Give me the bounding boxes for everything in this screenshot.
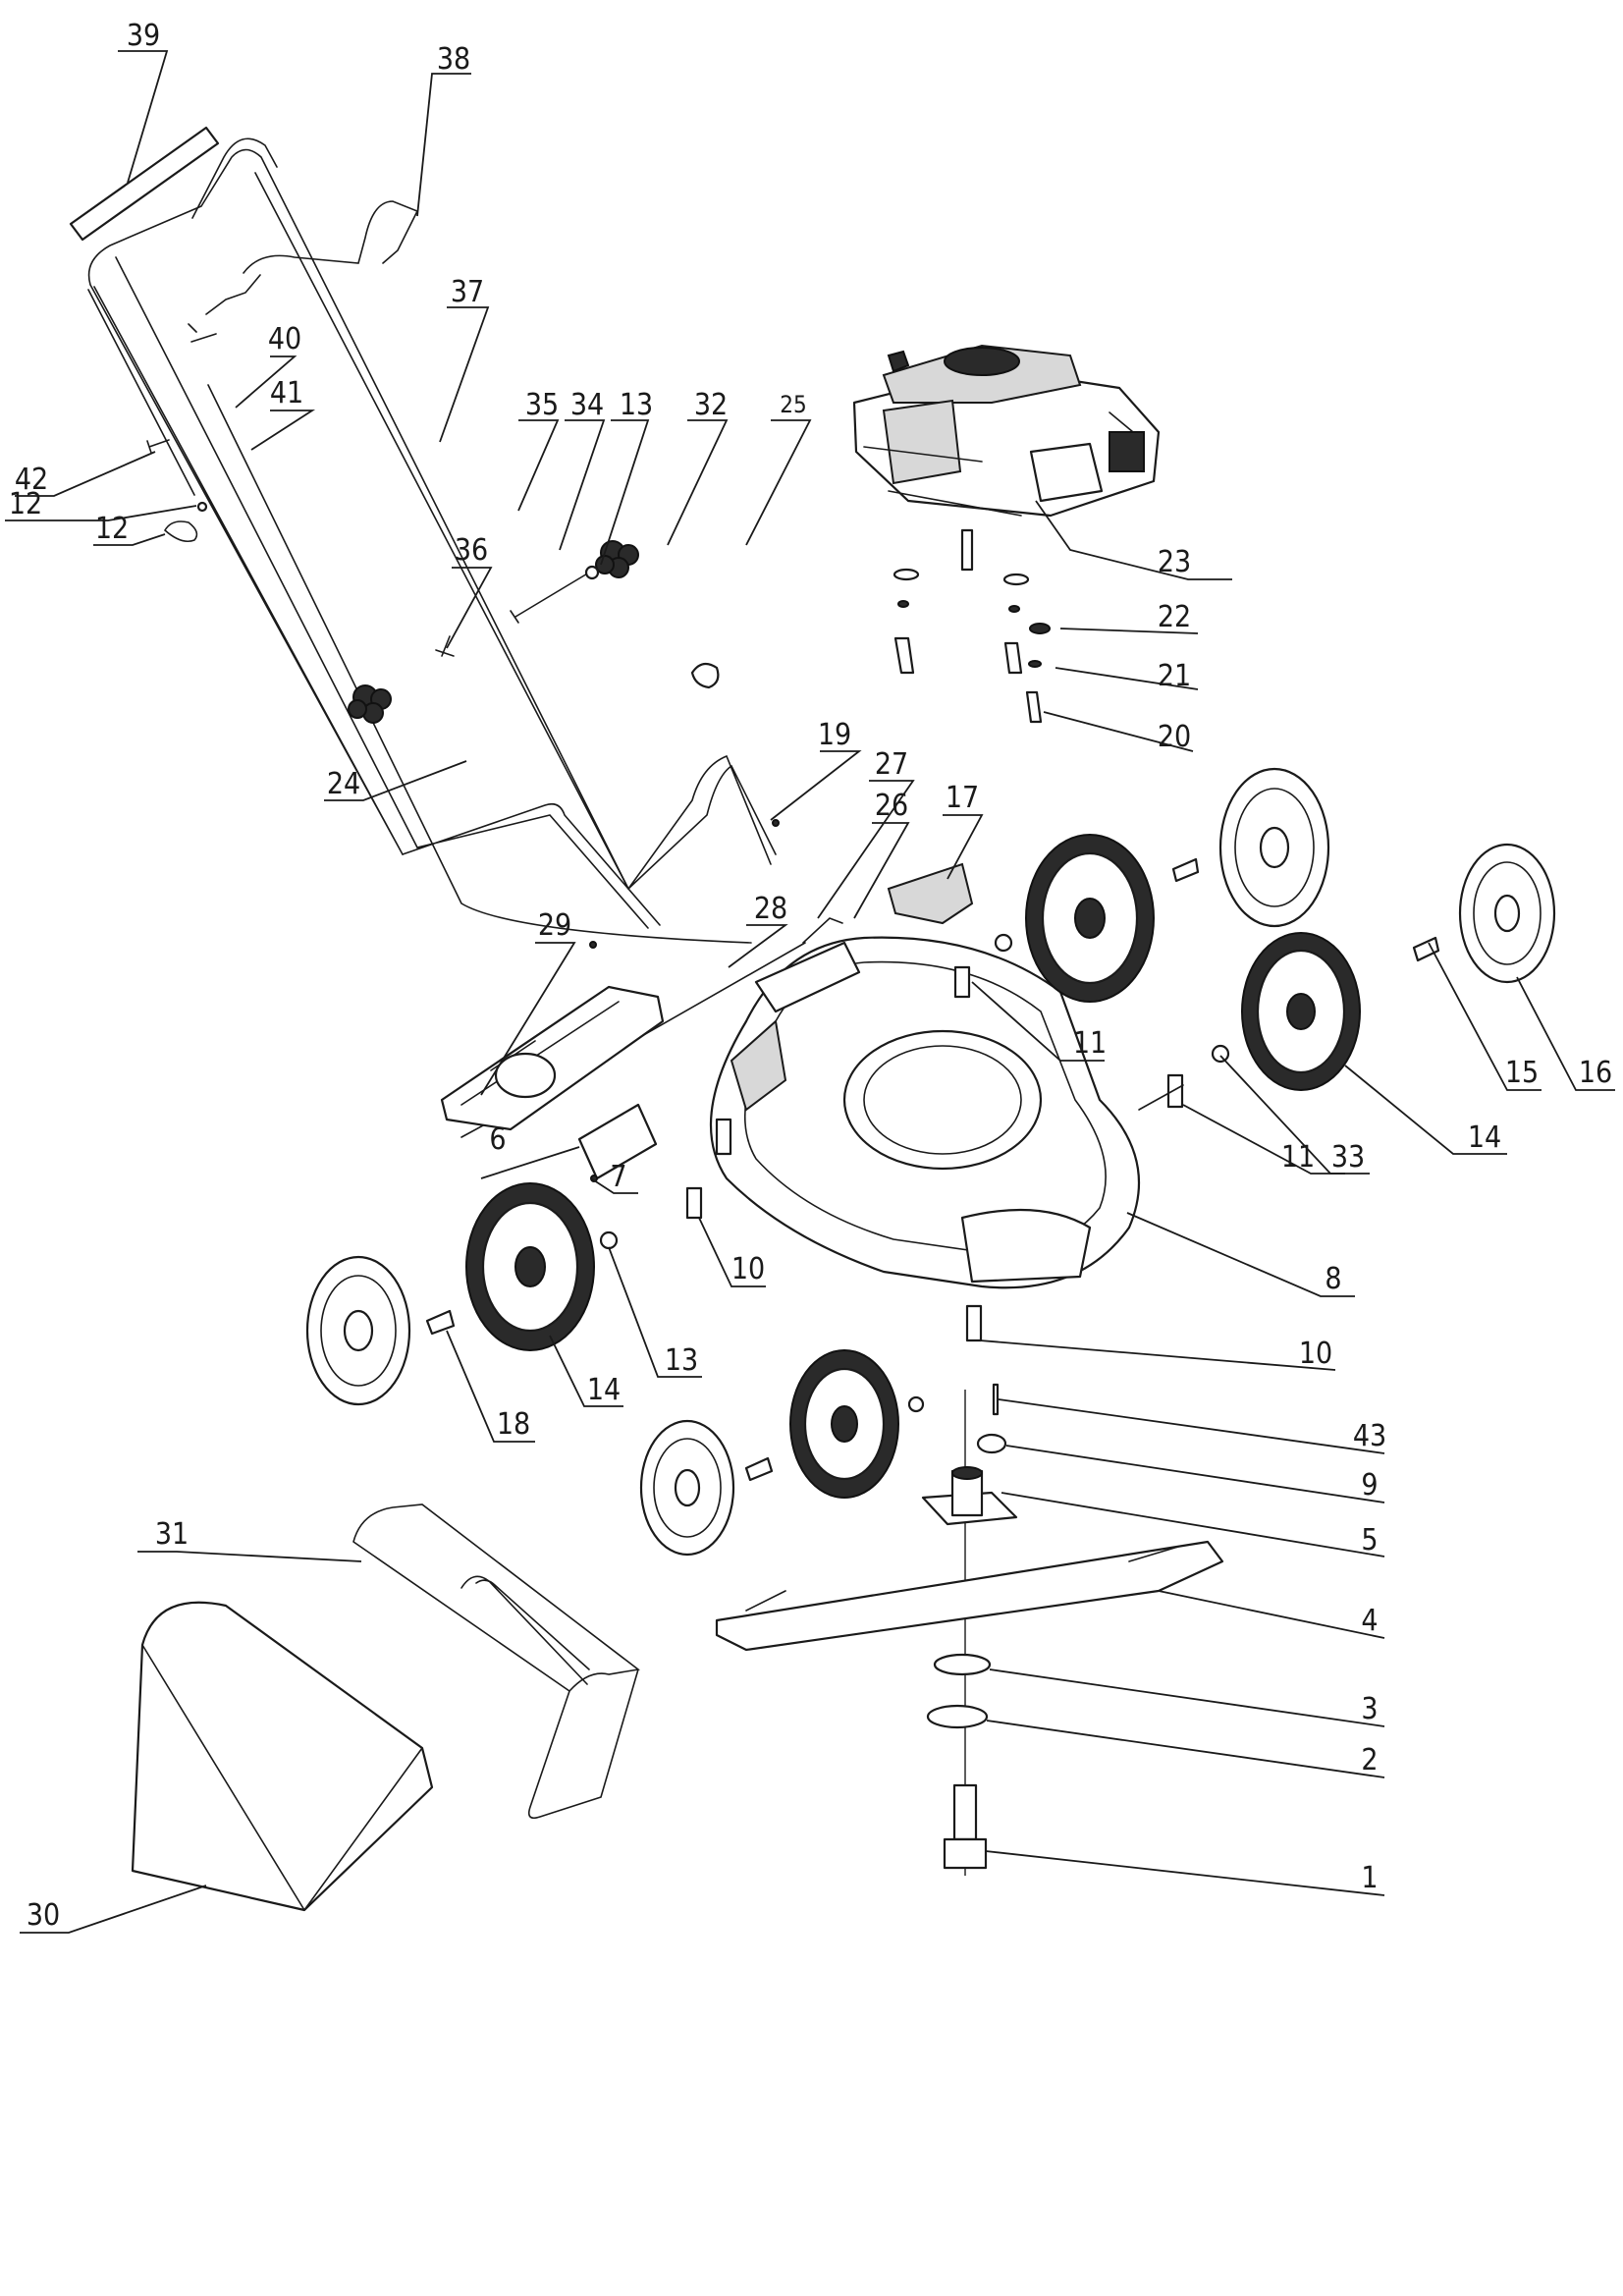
callout-8: 8 [1325,1262,1341,1296]
blade-bolt-1 [943,1783,988,1870]
callout-10-left: 10 [731,1252,765,1286]
blade-adapter-5 [921,1466,1018,1526]
grass-bag-frame-31 [352,1503,640,1820]
spacer-9 [976,1433,1007,1454]
clip-12 [163,520,198,543]
mulch-plug-6 [577,1103,658,1180]
bail-bar-38 [188,200,419,343]
hubcap-front [639,1419,735,1557]
callout-14-right: 14 [1468,1121,1501,1155]
hubcap-16-left [305,1255,411,1406]
callout-24: 24 [327,767,360,801]
callout-3: 3 [1361,1692,1378,1726]
wheel-bolt-18 [425,1309,456,1336]
screw-42 [146,439,170,454]
wheel-14-right [1241,932,1361,1091]
callout-29: 29 [538,908,571,943]
callout-1: 1 [1361,1861,1378,1895]
callout-6: 6 [489,1122,506,1157]
callout-31: 31 [155,1517,189,1552]
callout-16: 16 [1579,1056,1612,1090]
wheel-14-left [465,1182,595,1351]
leader-lines [5,50,1615,1934]
callout-2: 2 [1361,1743,1378,1777]
hubcap-16-rear [1218,767,1330,928]
callout-32: 32 [694,388,728,422]
cable-41 [207,384,752,944]
callout-10-right: 10 [1299,1337,1332,1371]
callout-13-lower: 13 [665,1343,698,1378]
bolt-34 [510,572,590,624]
callout-11-upper: 11 [1073,1026,1107,1061]
callout-27: 27 [875,747,908,782]
hubcap-16 [1458,843,1556,984]
washer-3 [933,1653,992,1676]
lower-handle-24 [402,754,777,929]
callout-13-upper: 13 [620,388,653,422]
callout-39: 39 [127,19,160,53]
callout-12-lower: 12 [95,512,129,546]
callout-43: 43 [1353,1419,1386,1453]
wheel-14-rear-right [1025,834,1155,1003]
callout-36: 36 [455,533,488,568]
cable-clip-25 [690,662,720,689]
blade-4 [715,1540,1224,1652]
wheel-front-left [789,1349,899,1499]
callout-14-left: 14 [587,1373,621,1407]
callout-21: 21 [1158,659,1191,693]
callout-25: 25 [780,391,806,418]
knob-32-lower [348,684,392,724]
bolt-rear [1171,857,1200,883]
wheel-bolt-front [744,1456,774,1482]
engine-23 [852,344,1161,572]
rear-flap-29 [440,985,665,1131]
blade-stack [715,1383,1224,1876]
engine-fasteners [893,568,1051,724]
callout-4: 4 [1361,1604,1378,1638]
mower-deck-8 [709,936,1141,1289]
callout-labels: 39 38 37 40 41 35 34 13 32 25 42 12 12 3… [9,19,1612,1933]
callout-19: 19 [818,718,851,752]
callout-37: 37 [451,275,484,309]
bolt-36 [435,635,455,657]
callout-12-upper: 12 [9,487,42,521]
callout-11-lower: 11 [1281,1140,1315,1175]
callout-23: 23 [1158,545,1191,579]
callout-33: 33 [1331,1140,1365,1175]
callout-35: 35 [525,388,559,422]
washer-2 [926,1704,989,1729]
callout-38: 38 [437,42,470,77]
callout-5: 5 [1361,1523,1378,1558]
callout-17: 17 [946,781,979,815]
callout-18: 18 [497,1407,530,1442]
handle-assembly [69,126,780,949]
callout-28: 28 [754,892,787,926]
callout-26: 26 [875,789,908,823]
upper-handle-37 [87,137,629,890]
wheel-bolt-15 [1412,936,1440,962]
callout-40: 40 [268,322,301,356]
grip-foam-39 [69,126,220,242]
callout-22: 22 [1158,600,1191,634]
callout-42: 42 [15,463,48,497]
callout-20: 20 [1158,720,1191,754]
grass-bag-30 [131,1601,434,1912]
callout-34: 34 [570,388,604,422]
callout-9: 9 [1361,1468,1378,1503]
key-43 [992,1383,1000,1416]
callout-30: 30 [27,1898,60,1933]
callout-41: 41 [270,376,303,410]
callout-7: 7 [610,1160,626,1194]
cover-17 [887,862,974,925]
callout-15: 15 [1505,1056,1539,1090]
height-brackets [685,965,1184,1342]
